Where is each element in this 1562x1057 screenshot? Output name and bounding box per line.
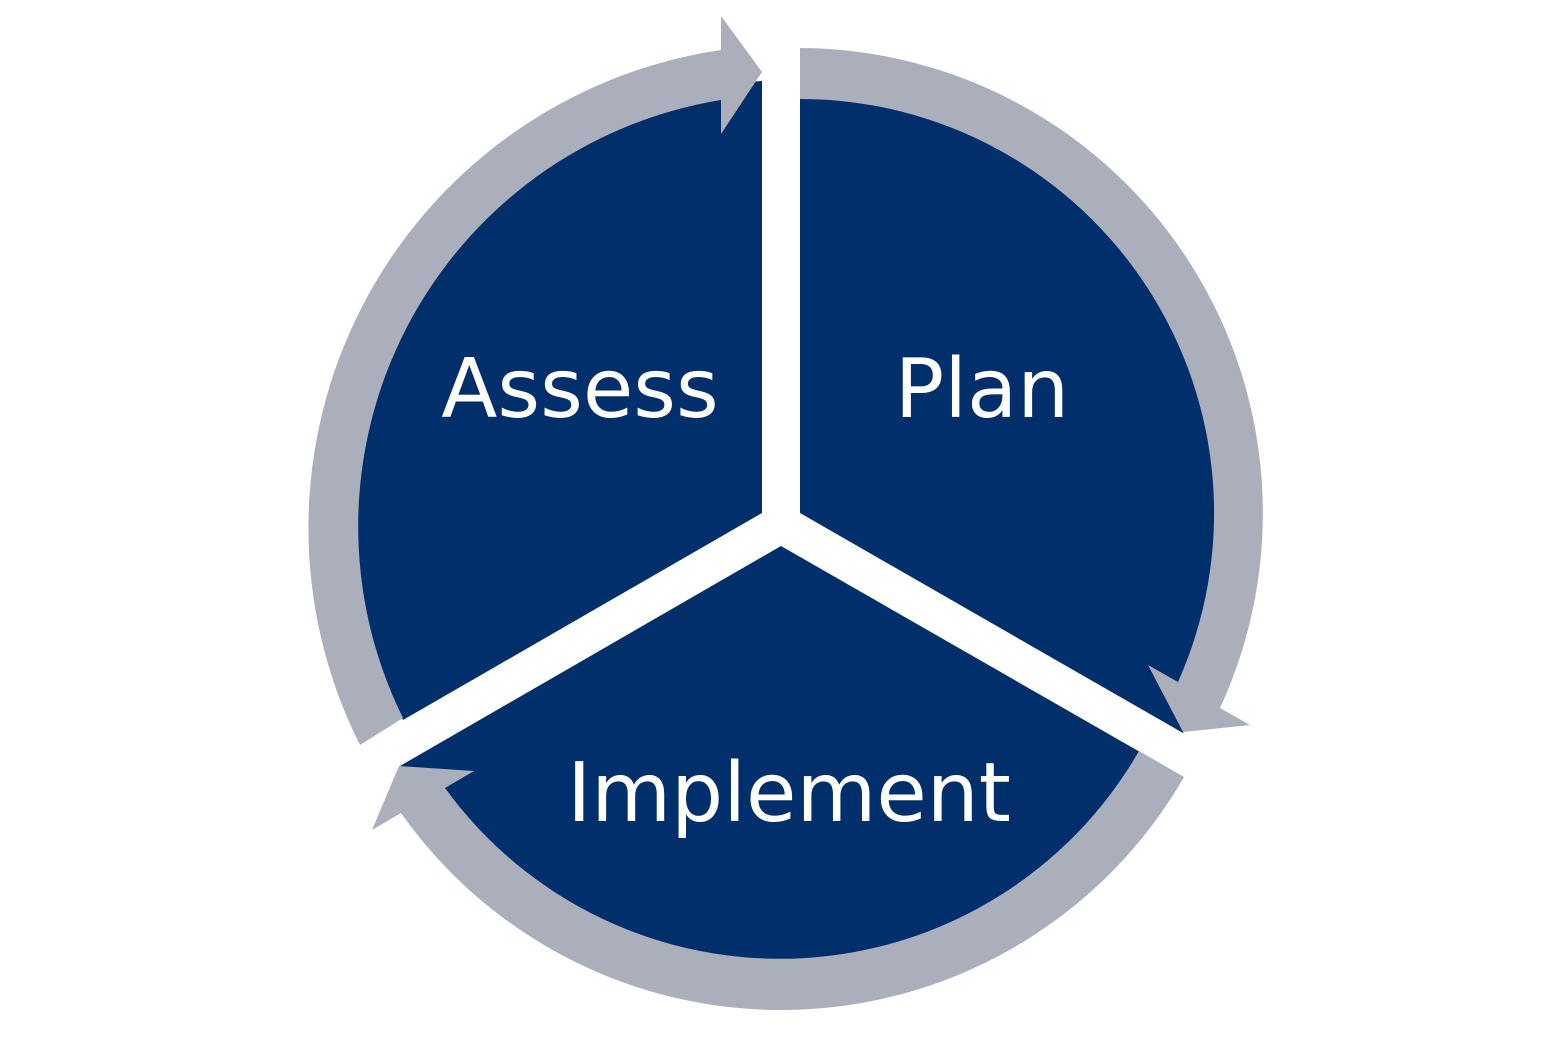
segment-implement xyxy=(400,546,1140,988)
arrow-assess-to-plan xyxy=(308,16,762,745)
label-plan: Plan xyxy=(895,342,1069,437)
label-implement: Implement xyxy=(567,746,1011,841)
arrow-plan-to-implement xyxy=(800,48,1263,732)
arrow-implement-to-assess xyxy=(372,751,1184,1011)
label-assess: Assess xyxy=(441,342,718,437)
